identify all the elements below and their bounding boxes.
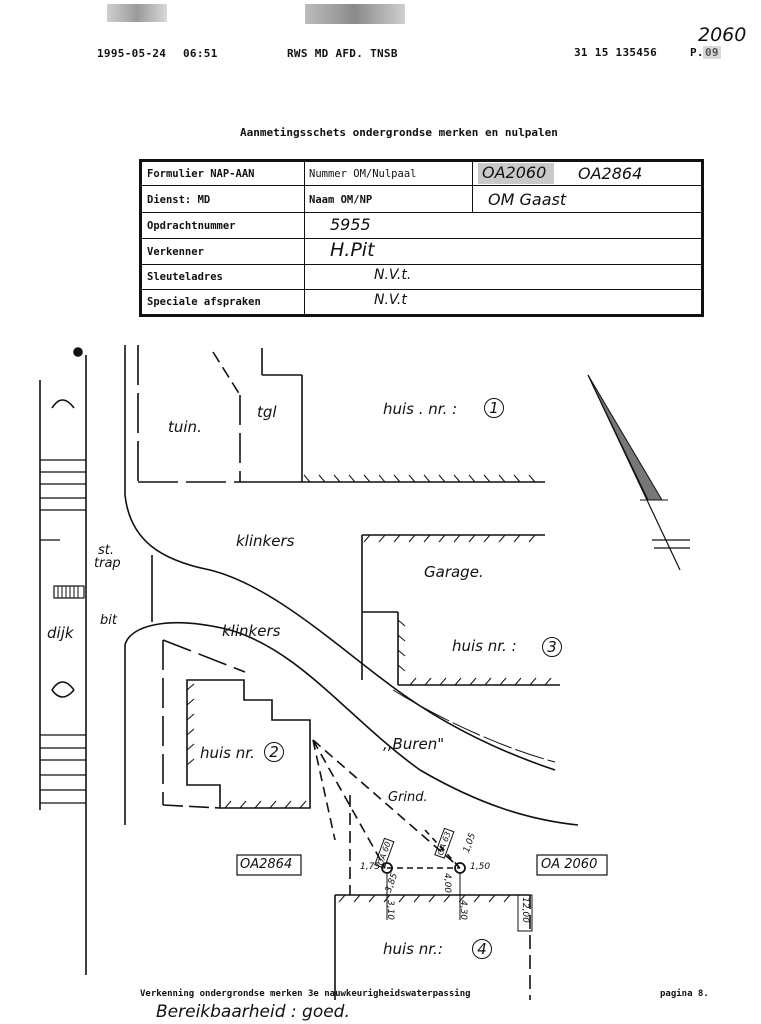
fax-date: 1995-05-24 bbox=[97, 47, 167, 60]
header-smudge-left bbox=[107, 4, 167, 22]
fax-time: 06:51 bbox=[183, 47, 218, 60]
label-huis-2-number: 2 bbox=[264, 742, 284, 762]
form-label-verkenner: Verkenner bbox=[147, 246, 204, 258]
label-st: st. bbox=[98, 543, 115, 558]
form-value-opdrachtnummer: 5955 bbox=[330, 215, 371, 234]
form-label-formulier: Formulier NAP-AAN bbox=[147, 168, 255, 180]
fax-page-number: 09 bbox=[703, 46, 721, 59]
fax-page-prefix: P. bbox=[690, 46, 704, 59]
label-oa2864-box: OA2864 bbox=[240, 857, 293, 872]
handwritten-accessibility-note: Bereikbaarheid : goed. bbox=[156, 1002, 350, 1022]
label-tgl: tgl bbox=[257, 403, 277, 421]
label-grind: Grind. bbox=[388, 790, 428, 805]
label-oa2060-box: OA 2060 bbox=[541, 857, 598, 872]
form-field-naam: Naam OM/NP bbox=[309, 194, 373, 206]
form-field-nummer: Nummer OM/Nulpaal bbox=[309, 168, 417, 180]
form-label-opdrachtnummer: Opdrachtnummer bbox=[147, 220, 236, 232]
fax-phone: 31 15 135456 bbox=[574, 46, 658, 59]
label-huis-1: huis . nr. : bbox=[383, 400, 458, 418]
label-dijk: dijk bbox=[47, 624, 74, 642]
measure-4-30: 4,30 bbox=[458, 899, 469, 921]
label-buren: ,,Buren" bbox=[383, 735, 445, 753]
label-bit: bit bbox=[100, 613, 117, 628]
handwritten-document-id: 2060 bbox=[698, 24, 747, 46]
header-smudge-right bbox=[305, 4, 405, 24]
label-huis-3: huis nr. : bbox=[452, 637, 517, 655]
measure-4-00: 4,00 bbox=[442, 872, 453, 894]
form-label-dienst: Dienst: MD bbox=[147, 194, 211, 206]
form-value-oa2060: OA2060 bbox=[478, 163, 554, 184]
form-value-verkenner: H.Pit bbox=[330, 239, 375, 261]
label-huis-4: huis nr.: bbox=[383, 940, 443, 958]
label-garage: Garage. bbox=[424, 563, 484, 581]
label-klinkers-top: klinkers bbox=[236, 532, 295, 550]
footer-page-number: pagina 8. bbox=[660, 989, 709, 999]
label-huis-3-number: 3 bbox=[542, 637, 562, 657]
label-huis-1-number: 1 bbox=[484, 398, 504, 418]
measure-1-75: 1,75 bbox=[360, 862, 381, 872]
footer-left: Verkenning ondergrondse merken 3e nauwke… bbox=[140, 989, 471, 999]
measure-3-10: 3,10 bbox=[385, 899, 396, 921]
label-trap: trap bbox=[94, 556, 121, 571]
measure-1-50: 1,50 bbox=[470, 862, 491, 872]
measurement-form-table: Formulier NAP-AAN Nummer OM/Nulpaal OA20… bbox=[139, 159, 704, 317]
form-value-naam: OM Gaast bbox=[488, 190, 567, 209]
label-tuin: tuin. bbox=[168, 418, 202, 436]
form-value-speciale-afspraken: N.V.t bbox=[374, 292, 407, 308]
form-value-sleuteladres: N.V.t. bbox=[374, 267, 412, 283]
label-klinkers-bottom: klinkers bbox=[222, 622, 281, 640]
measure-12-00: 12,00 bbox=[519, 897, 530, 923]
label-huis-4-number: 4 bbox=[472, 939, 492, 959]
form-value-oa2864: OA2864 bbox=[578, 164, 643, 183]
form-label-sleuteladres: Sleuteladres bbox=[147, 271, 223, 283]
form-label-speciale-afspraken: Speciale afspraken bbox=[147, 296, 261, 308]
label-huis-2: huis nr. bbox=[200, 744, 255, 762]
fax-sender: RWS MD AFD. TNSB bbox=[287, 47, 398, 60]
document-title: Aanmetingsschets ondergrondse merken en … bbox=[240, 126, 558, 139]
